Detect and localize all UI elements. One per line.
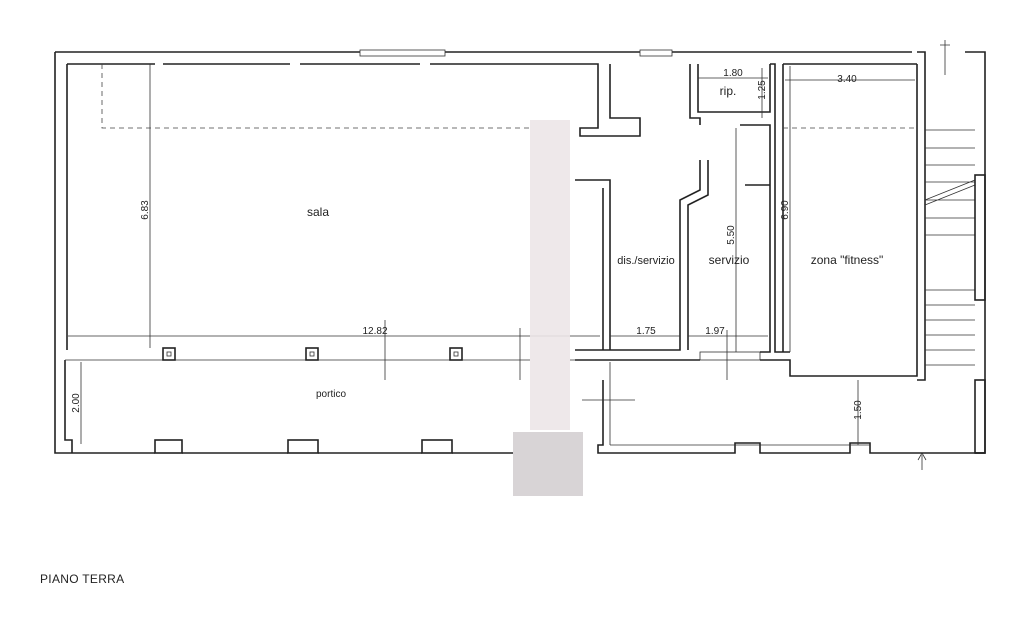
- dim-rip-depth: 1.25: [757, 80, 768, 100]
- plan-caption: PIANO TERRA: [40, 572, 125, 586]
- room-label-fitness: zona "fitness": [811, 253, 884, 267]
- dim-front-depth: 1.50: [853, 400, 864, 420]
- room-label-portico: portico: [316, 389, 346, 400]
- room-label-servizio: servizio: [709, 253, 750, 267]
- dim-servizio-depth: 5.50: [726, 225, 737, 245]
- room-label-dis-servizio: dis./servizio: [617, 255, 674, 267]
- dim-rip-width: 1.80: [723, 68, 743, 79]
- dim-fitness-depth: 6.90: [780, 200, 791, 220]
- dim-portico-depth: 2.00: [71, 393, 82, 413]
- room-label-sala: sala: [307, 205, 329, 219]
- walls: [54, 40, 986, 470]
- dim-sala-depth: 6.83: [140, 200, 151, 220]
- dim-fitness-width: 3.40: [837, 74, 857, 85]
- room-label-rip: rip.: [720, 84, 737, 98]
- dim-sala-width: 12.82: [362, 326, 387, 337]
- dimension-lines: [68, 64, 915, 445]
- dim-servizio-width: 1.97: [705, 326, 725, 337]
- dim-dis-width: 1.75: [636, 326, 656, 337]
